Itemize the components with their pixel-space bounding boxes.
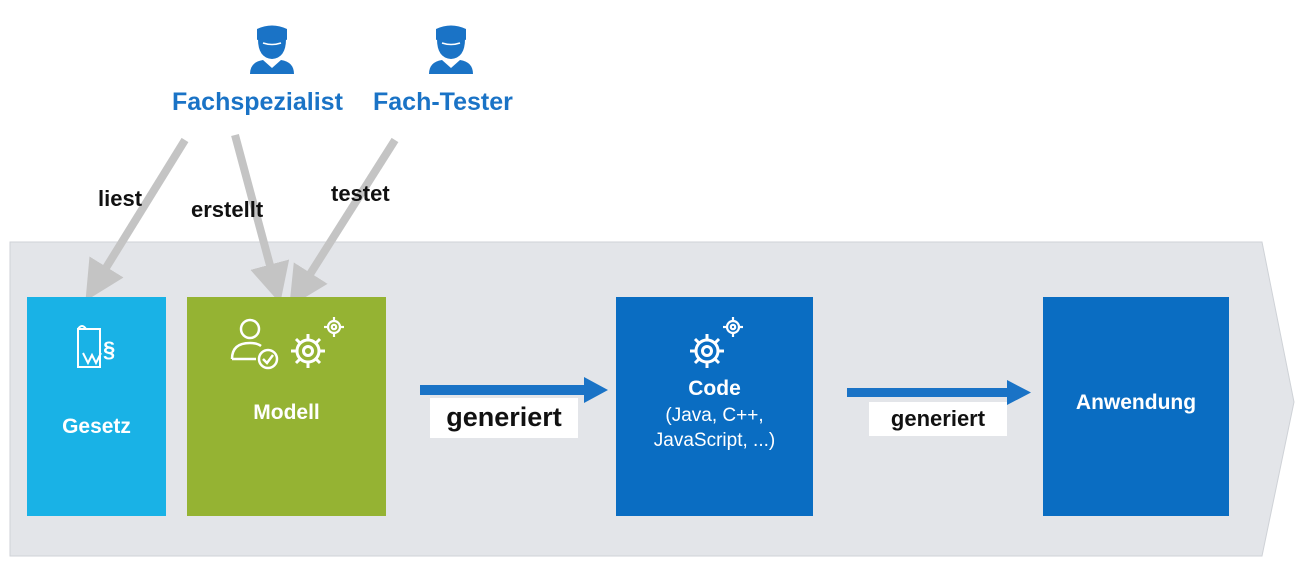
fach-tester-person-icon <box>429 25 473 74</box>
gears-icon <box>689 317 743 368</box>
erstellt-connector <box>231 133 290 304</box>
fachspezialist-label: Fachspezialist <box>172 88 343 116</box>
modell-box: Modell <box>187 297 386 516</box>
generiert-arrow-1 <box>420 377 608 403</box>
gesetz-title: Gesetz <box>62 415 131 438</box>
code-box: Code (Java, C++, JavaScript, ...) <box>616 297 813 516</box>
anwendung-title: Anwendung <box>1075 390 1197 414</box>
generiert-arrow-2 <box>847 380 1031 405</box>
anwendung-box: Anwendung <box>1043 297 1229 516</box>
code-languages-line-1: (Java, C++, <box>665 405 764 426</box>
user-check-icon <box>230 318 278 370</box>
modell-title: Modell <box>253 401 320 424</box>
svg-text:§: § <box>103 337 115 362</box>
code-languages-line-2: JavaScript, ...) <box>653 430 776 451</box>
liest-label: liest <box>98 186 143 211</box>
law-document-icon: § <box>76 325 115 368</box>
generiert-label-1: generiert <box>430 398 578 438</box>
gesetz-box: § Gesetz <box>27 297 166 516</box>
testet-label: testet <box>331 181 390 206</box>
code-title: Code <box>688 377 741 400</box>
generiert-label-2: generiert <box>869 402 1007 436</box>
gears-icon <box>290 317 344 368</box>
fachspezialist-person-icon <box>250 25 294 74</box>
testet-connector <box>289 137 399 307</box>
fach-tester-label: Fach-Tester <box>373 88 513 116</box>
erstellt-label: erstellt <box>191 197 264 222</box>
liest-connector <box>85 137 189 302</box>
